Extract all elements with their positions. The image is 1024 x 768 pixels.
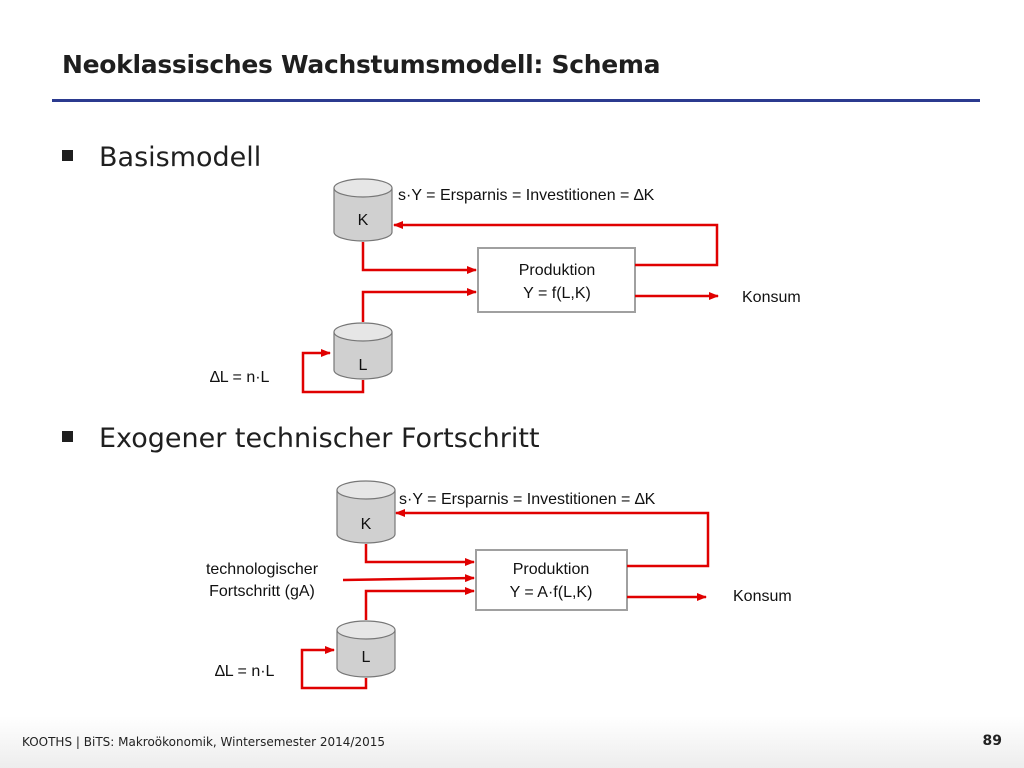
title-underline — [52, 99, 980, 102]
page-number: 89 — [982, 733, 1002, 749]
bullet-square-icon — [62, 431, 73, 442]
tech-progress-label-line2: Fortschritt (gA) — [209, 583, 315, 600]
labor-growth-loop-arrow — [300, 646, 368, 690]
bullet-label: Basismodell — [99, 142, 262, 173]
diagram-technischer-fortschritt: K L Produktion Y = A·f(L,K) s·Y = Erspar… — [206, 480, 792, 690]
production-function: Y = A·f(L,K) — [510, 584, 593, 601]
labor-growth-loop-arrow — [301, 349, 365, 394]
footer-band — [0, 716, 1024, 768]
bullet-basismodell: Basismodell — [62, 142, 261, 173]
konsum-label: Konsum — [742, 289, 801, 306]
production-box — [475, 549, 628, 611]
cylinder-k-label: K — [358, 212, 369, 229]
production-label: Produktion — [519, 262, 596, 279]
labor-cylinder: L — [336, 620, 396, 678]
investment-feedback-arrow — [395, 509, 710, 568]
bullet-exogener-fortschritt: Exogener technischer Fortschritt — [62, 423, 540, 454]
tech-progress-arrow — [342, 574, 475, 583]
bullet-square-icon — [62, 150, 73, 161]
bullet-label: Exogener technischer Fortschritt — [99, 423, 540, 454]
tech-progress-label-line1: technologischer — [206, 561, 319, 578]
cylinder-l-label: L — [362, 649, 371, 666]
production-box — [477, 247, 636, 313]
feedback-label: s·Y = Ersparnis = Investitionen = ∆K — [398, 187, 655, 204]
footer-course-info: KOOTHS | BiTS: Makroökonomik, Winterseme… — [22, 735, 386, 749]
labor-growth-label: ∆L = n·L — [210, 369, 270, 386]
production-function: Y = f(L,K) — [523, 285, 591, 302]
labor-to-production-arrow — [361, 288, 477, 322]
labor-to-production-arrow — [364, 587, 475, 620]
capital-to-production-arrow — [361, 242, 477, 274]
cylinder-k-label: K — [361, 516, 372, 533]
production-label: Produktion — [513, 561, 590, 578]
capital-to-production-arrow — [364, 544, 475, 566]
capital-stock-cylinder: K — [333, 178, 393, 242]
labor-growth-label: ∆L = n·L — [215, 663, 275, 680]
diagram-basismodell: K L Produktion Y = f(L,K) s·Y = Ersparni… — [210, 178, 801, 394]
slide-title: Neoklassisches Wachstumsmodell: Schema — [62, 50, 661, 79]
investment-feedback-arrow — [393, 221, 719, 267]
cylinder-l-label: L — [359, 357, 368, 374]
capital-stock-cylinder: K — [336, 480, 396, 544]
labor-cylinder: L — [333, 322, 393, 380]
konsum-label: Konsum — [733, 588, 792, 605]
feedback-label: s·Y = Ersparnis = Investitionen = ∆K — [399, 491, 656, 508]
